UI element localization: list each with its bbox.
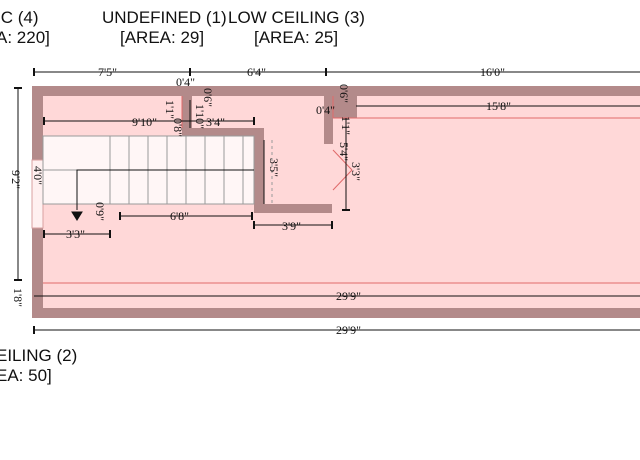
right-notch-wall — [333, 96, 357, 118]
dim-top-left: 7'5" — [98, 65, 117, 79]
dim-left-side: 9'2" — [9, 170, 23, 189]
dim-inner-stair: 9'10" — [132, 115, 157, 129]
accent-lines — [43, 96, 640, 284]
dim-inner-right: 15'8" — [486, 99, 511, 113]
notch-floor — [192, 96, 324, 128]
dim-outer-bottom: 29'9" — [336, 323, 361, 337]
stair-arrow — [71, 169, 254, 221]
dim-closet-h: 3'5" — [267, 158, 281, 177]
dim-closet-w: 3'9" — [282, 219, 301, 233]
dim-inner-d: 3'4" — [206, 115, 225, 129]
dim-inner-c: 1'10" — [193, 104, 207, 129]
notch-wall-top — [182, 128, 264, 138]
dim-stair-short: 3'3" — [66, 227, 85, 241]
dim-right-c: 3'3" — [349, 162, 363, 181]
dim-right-a: 1'1" — [339, 116, 353, 135]
closet-wall-right — [324, 96, 333, 144]
room-name: UNDEFINED (1) — [102, 8, 227, 27]
room-area: [AREA: 29] — [120, 28, 205, 47]
dim-notch-b: 0'6" — [201, 88, 215, 107]
room-label-undefined: UNDEFINED (1) [AREA: 29] — [102, 8, 227, 48]
room-area: [AREA: 25] — [254, 28, 339, 47]
dim-notch-d: 0'6" — [337, 84, 351, 103]
room-label-low-ceiling: LOW CEILING (3) [AREA: 25] — [228, 8, 365, 48]
dim-right-b: 5'4" — [337, 142, 351, 161]
room-name: LOW CEILING (3) — [228, 8, 365, 27]
room-area: EA: 50] — [0, 366, 52, 385]
dim-left-bottom: 1'8" — [11, 288, 25, 307]
dim-inner-bottom: 29'9" — [336, 289, 361, 303]
room-area: A: 220] — [0, 28, 50, 47]
dim-inner-b: 0'8" — [171, 118, 185, 137]
dimension-lines — [14, 68, 640, 334]
dim-inner-a: 1'1" — [163, 100, 177, 119]
dim-stair-run: 6'8" — [170, 209, 189, 223]
room-name: EILING (2) — [0, 346, 78, 365]
room-label-ic: IC (4) A: 220] — [0, 8, 50, 48]
room-label-eiling: EILING (2) EA: 50] — [0, 346, 77, 386]
dim-notch-c: 0'4" — [316, 103, 335, 117]
dim-notch-a: 0'4" — [176, 75, 195, 89]
notch-wall-left — [182, 86, 192, 136]
room-name: IC (4) — [0, 8, 39, 27]
dim-top-right: 16'0" — [480, 65, 505, 79]
dim-stair-gap: 0'9" — [93, 202, 107, 221]
closet-wall-bottom — [254, 204, 332, 213]
dim-top-mid: 6'4" — [247, 65, 266, 79]
dim-left-inner: 4'0" — [31, 166, 45, 185]
closet-wall-left — [254, 128, 264, 212]
